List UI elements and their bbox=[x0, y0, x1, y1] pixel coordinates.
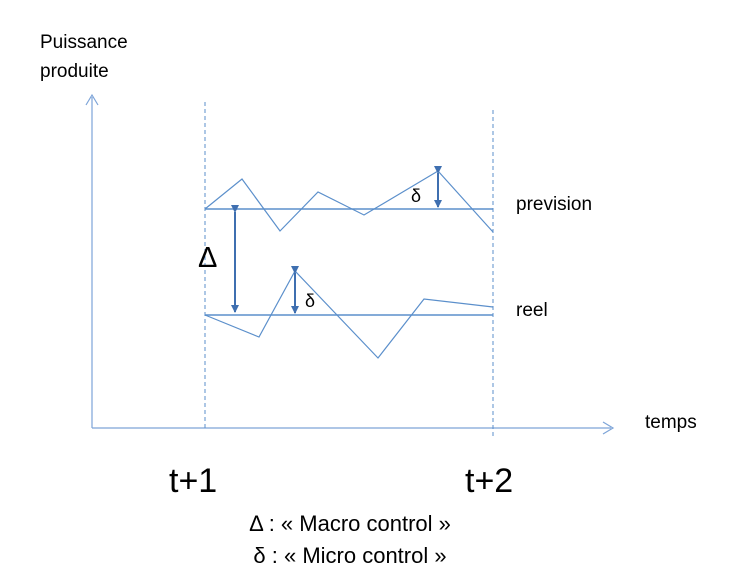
y-axis-label-line-1: Puissance bbox=[40, 32, 128, 53]
legend-macro-control: Δ : « Macro control » bbox=[249, 511, 451, 536]
time-mark-t1: t+1 bbox=[169, 462, 218, 500]
y-axis-label: Puissance produite bbox=[40, 28, 128, 86]
forecast-label: prevision bbox=[516, 194, 593, 215]
legend-micro-control: δ : « Micro control » bbox=[253, 543, 447, 568]
y-axis-label-line-2: produite bbox=[40, 61, 109, 82]
time-mark-t2: t+2 bbox=[465, 462, 514, 500]
x-axis-label: temps bbox=[645, 412, 697, 433]
micro-delta-symbol-top: δ bbox=[411, 186, 422, 206]
forecast-curve bbox=[204, 170, 494, 233]
macro-delta-symbol: Δ bbox=[198, 242, 218, 274]
actual-label: reel bbox=[516, 300, 548, 321]
x-axis-arrowhead-icon bbox=[602, 421, 615, 435]
y-axis-arrowhead-icon bbox=[85, 93, 99, 106]
actual-curve bbox=[204, 269, 494, 359]
micro-delta-symbol-bottom: δ bbox=[305, 291, 316, 311]
